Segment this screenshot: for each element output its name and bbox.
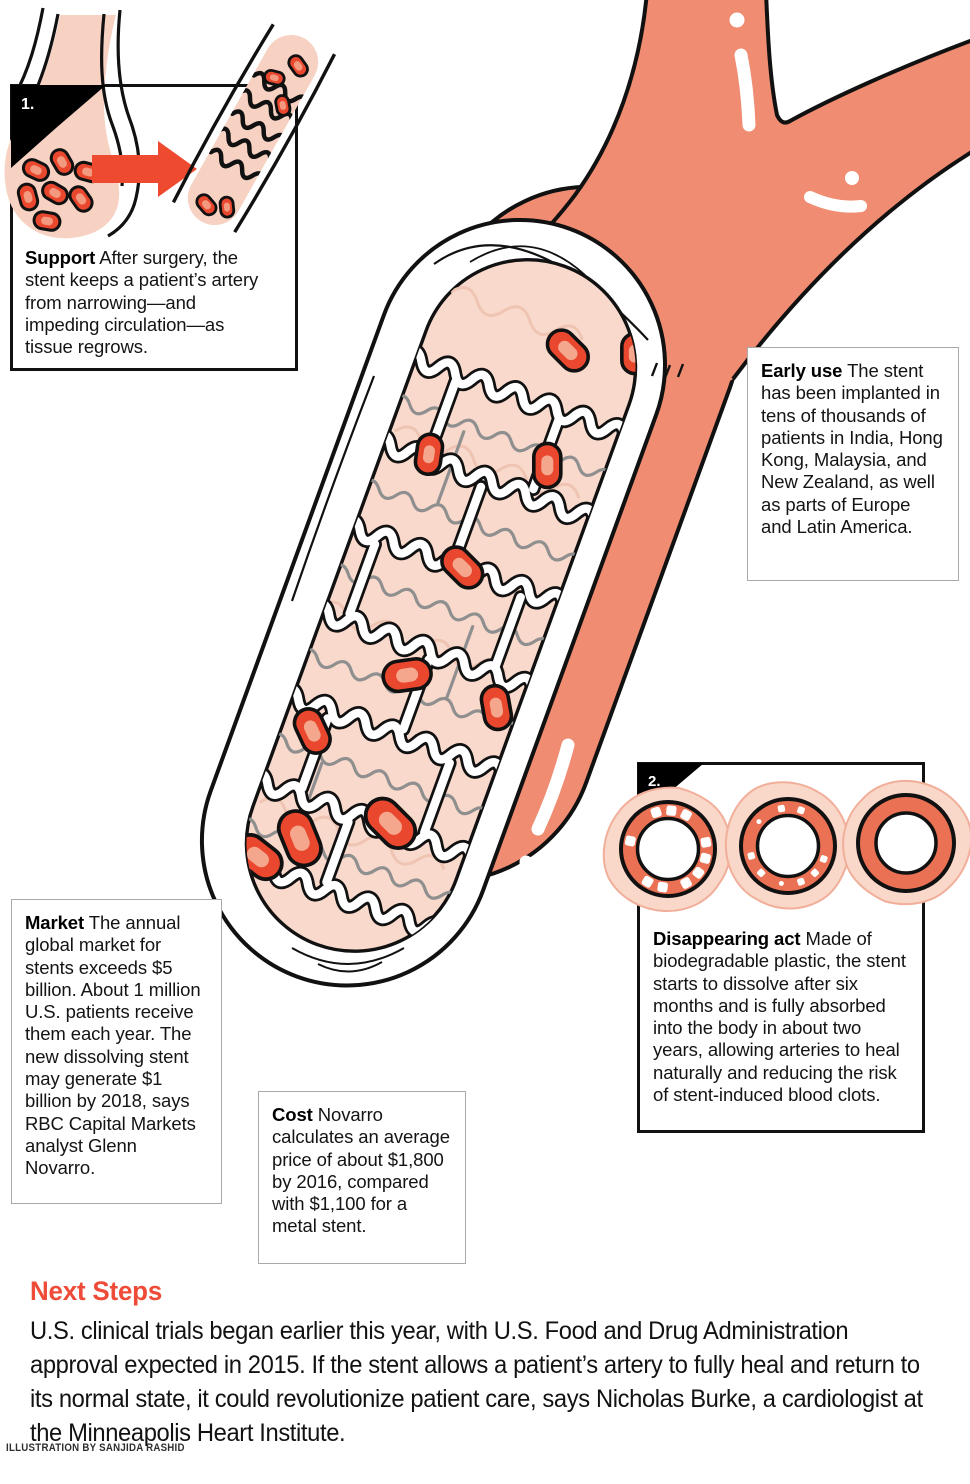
disappearing-act-caption-lead: Disappearing act [653,928,801,949]
mini-stent-mesh [208,70,309,184]
support-caption-text: After surgery, the stent keeps a patient… [25,247,259,358]
early-use-caption-lead: Early use [761,360,843,381]
next-steps-heading: Next Steps [30,1276,163,1306]
dissolving-rings-illustration: 2. [602,763,970,913]
market-caption-lead: Market [25,912,85,933]
before-after-stent-illustration: 1. [4,7,337,239]
artery-ring-stage3 [842,779,970,906]
stent-fragments [624,805,712,893]
disappearing-act-caption-text: Made of biodegradable plastic, the stent… [653,928,906,1106]
disappearing-act-caption: Disappearing act Made of biodegradable p… [653,928,909,1106]
band-gloss-highlights [519,738,575,869]
gloss-highlights [729,12,867,213]
support-caption-lead: Support [25,247,96,268]
main-artery-illustration [199,0,970,988]
blood-cells [16,148,103,232]
illustration-credit: ILLUSTRATION BY SANJIDA RASHID [6,1442,185,1454]
cost-caption-lead: Cost [272,1104,313,1125]
arrow-icon [92,141,197,197]
early-use-caption: Early use The stent has been implanted i… [747,347,959,581]
artery-ring-stage2 [724,781,851,910]
next-steps-body: U.S. clinical trials began earlier this … [30,1317,923,1447]
market-caption: Market The annual global market for sten… [11,899,222,1204]
step1-label: 1. [21,96,34,113]
cost-caption: Cost Novarro calculates an average price… [258,1091,466,1264]
market-caption-text: The annual global market for stents exce… [25,912,201,1179]
stented-artery-illustration [171,23,337,233]
artery-lumen [216,258,650,953]
support-caption: Support After surgery, the stent keeps a… [25,247,267,358]
step1-corner-tag [11,85,106,168]
narrowed-artery-illustration [4,7,141,239]
early-use-caption-text: The stent has been implanted in tens of … [761,360,943,538]
cost-caption-text: Novarro calculates an average price of a… [272,1104,450,1237]
stent-fragments [747,804,828,886]
artery-ring-stage1 [602,786,732,913]
wall-hatch-lines [290,244,685,973]
step2-label: 2. [648,773,661,790]
blood-cells [195,54,309,219]
